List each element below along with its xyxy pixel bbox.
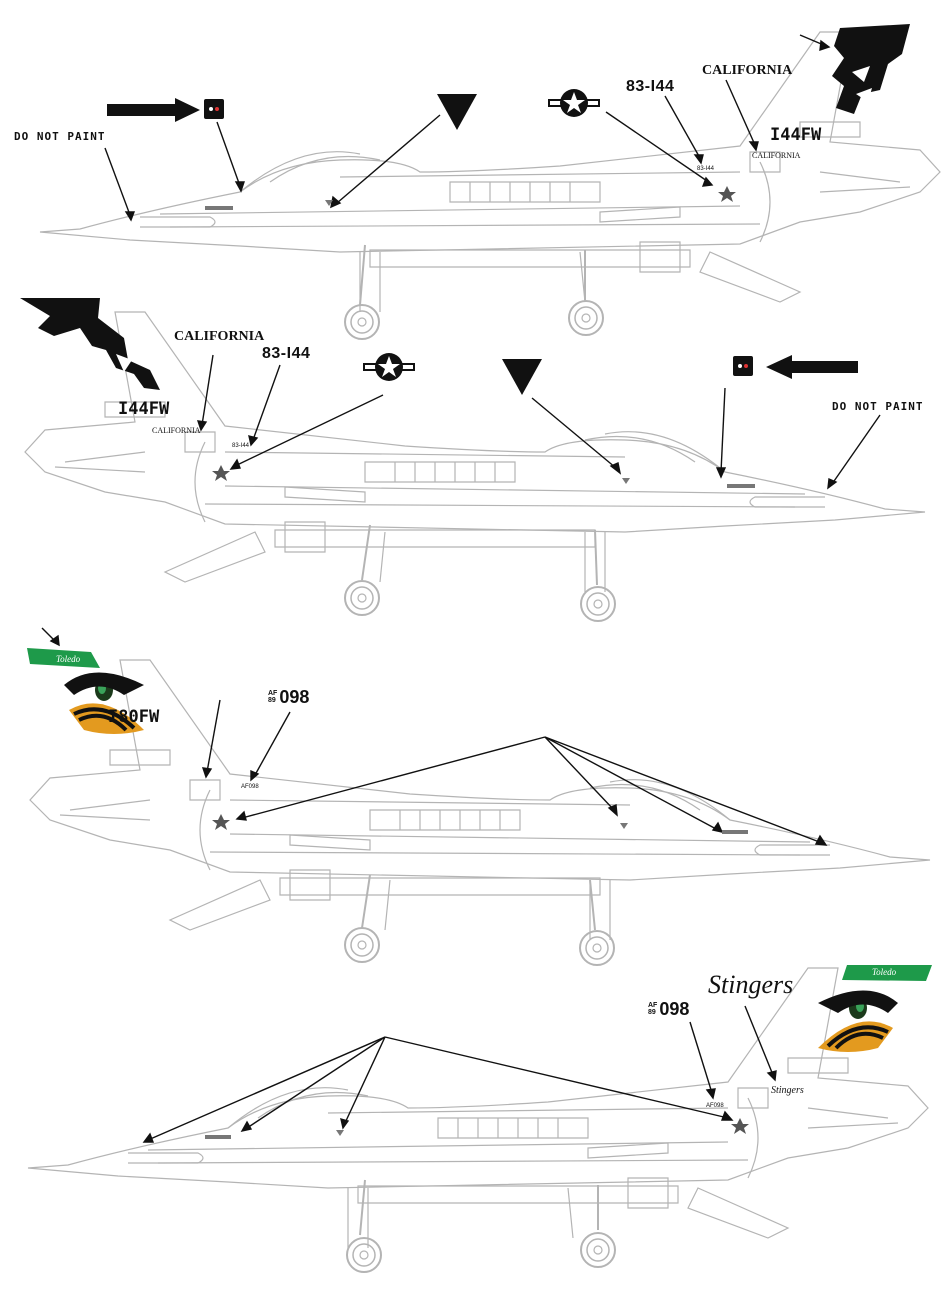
serial-label: 83-I44 <box>262 346 310 362</box>
hornet-emblem-icon <box>818 991 898 1053</box>
af-prefix: AF <box>648 1002 657 1009</box>
eagle-emblem-icon <box>832 24 910 114</box>
triangle-stencil-icon <box>502 359 542 395</box>
profile-3-aircraft <box>30 660 930 940</box>
small-serial-marking: AF098 <box>241 784 259 790</box>
fin-band-label: Toledo <box>872 968 896 977</box>
profile-4-gear <box>347 1180 615 1272</box>
star-bar-roundel-icon <box>548 89 600 117</box>
leader-lines-4 <box>144 1006 776 1142</box>
leader-lines-3 <box>42 628 826 845</box>
unit-label: I44FW <box>118 401 169 418</box>
profile-4-aircraft <box>28 968 928 1248</box>
do-not-paint-label: DO NOT PAINT <box>832 401 923 412</box>
serial-number: 098 <box>279 687 309 707</box>
square-stencil-icon <box>204 99 224 119</box>
small-serial-marking: AF098 <box>706 1103 724 1109</box>
unit-label: I80FW <box>108 709 159 726</box>
small-serial-marking: 83-I44 <box>697 166 714 172</box>
af-prefix: AF <box>268 690 277 697</box>
small-serial-marking: 83-I44 <box>232 443 249 449</box>
triangle-stencil-icon <box>437 94 477 130</box>
state-label: CALIFORNIA <box>702 64 792 78</box>
star-bar-roundel-icon <box>363 353 415 381</box>
squadron-label: Stingers <box>708 972 793 998</box>
do-not-paint-label: DO NOT PAINT <box>14 131 105 142</box>
fin-state-marking: CALIFORNIA <box>152 427 200 435</box>
profile-2-gear <box>345 525 615 621</box>
aircraft-4-markings <box>205 1118 749 1139</box>
unit-label: I44FW <box>770 127 821 144</box>
af-year: 89 <box>648 1009 656 1016</box>
profile-2-aircraft <box>25 312 925 592</box>
arrow-right-icon <box>107 98 200 122</box>
af-year: 89 <box>268 697 276 704</box>
fin-state-marking: CALIFORNIA <box>752 152 800 160</box>
serial-label: 83-I44 <box>626 79 674 95</box>
fin-band-label: Toledo <box>56 655 80 664</box>
serial-number: 098 <box>659 999 689 1019</box>
arrow-left-icon <box>766 355 858 379</box>
profile-3-gear <box>345 875 614 965</box>
fin-name-marking: Stingers <box>771 1086 804 1096</box>
state-label: CALIFORNIA <box>174 330 264 344</box>
square-stencil-icon <box>733 356 753 376</box>
leader-lines-2 <box>198 355 880 488</box>
aircraft-2-markings <box>212 465 755 488</box>
profile-1-gear <box>345 245 603 339</box>
profile-1-aircraft <box>40 32 940 312</box>
